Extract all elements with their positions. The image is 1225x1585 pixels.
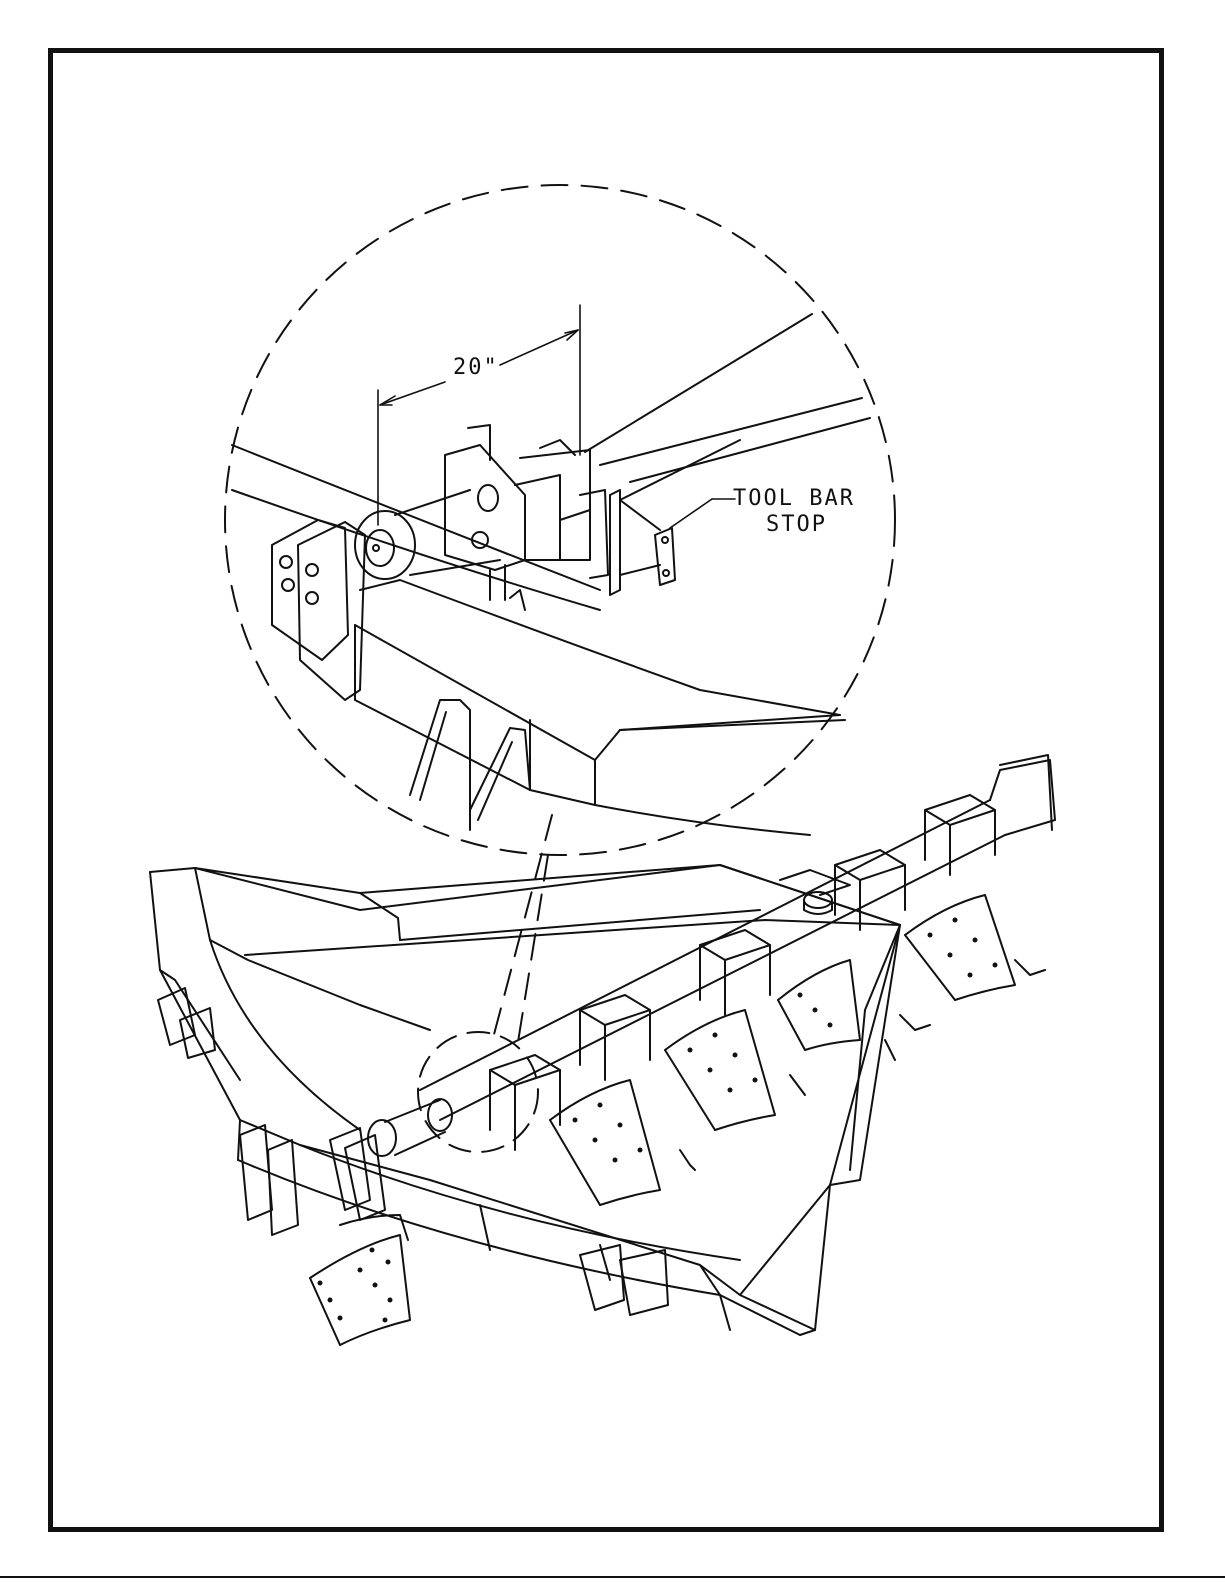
sweep-4 xyxy=(778,960,860,1050)
dimension-label: 20" xyxy=(453,357,499,379)
clamp-5 xyxy=(925,795,995,875)
bottom-rule xyxy=(0,1576,1225,1578)
detail-view xyxy=(232,314,870,835)
reference-circle xyxy=(418,1032,538,1152)
sweep-3 xyxy=(665,1010,775,1130)
sweep-rivets xyxy=(318,918,998,1323)
callout-leader xyxy=(670,499,735,528)
sweep-2 xyxy=(550,1080,660,1205)
sweep-5 xyxy=(905,895,1015,1000)
clamp-2 xyxy=(580,995,650,1080)
tool-bar-stop-label-line2: STOP xyxy=(766,514,827,536)
sweep-1 xyxy=(310,1215,410,1345)
clamp-1 xyxy=(490,1055,560,1150)
main-assembly xyxy=(150,755,1055,1345)
tool-bar-stop-label-line1: TOOL BAR xyxy=(733,488,855,510)
